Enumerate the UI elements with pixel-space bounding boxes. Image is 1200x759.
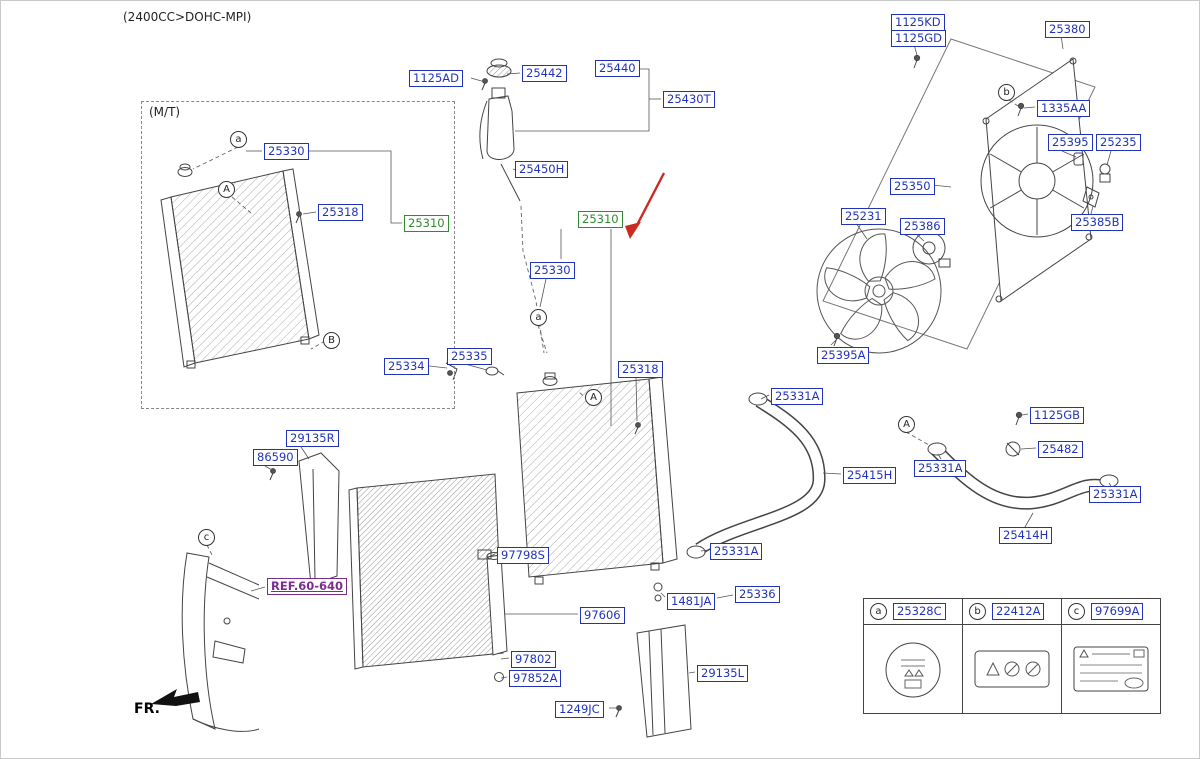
part-label-25330-mt[interactable]: 25330: [264, 143, 309, 160]
part-label-1249JC[interactable]: 1249JC: [555, 701, 604, 718]
part-label-25450H[interactable]: 25450H: [515, 161, 569, 178]
fr-arrow-icon: [151, 689, 200, 706]
callout-b-fan: b: [998, 84, 1015, 101]
legend-col-c: c 97699A: [1062, 599, 1160, 713]
part-label-25235[interactable]: 25235: [1096, 134, 1141, 151]
part-label-25310-center[interactable]: 25310: [578, 211, 623, 228]
legend-callout-a: a: [870, 603, 887, 620]
legend-callout-c: c: [1068, 603, 1085, 620]
part-label-25231[interactable]: 25231: [841, 208, 886, 225]
front-member-drawing: [181, 552, 260, 732]
air-guard-right-drawing: [615, 624, 692, 738]
fan-caution-label-icon: [963, 625, 1061, 713]
callout-A-mt: A: [218, 181, 235, 198]
part-label-25335[interactable]: 25335: [447, 348, 492, 365]
main-radiator-drawing: [516, 372, 678, 602]
part-label-22412A[interactable]: 22412A: [992, 603, 1045, 620]
ref-link-60-640[interactable]: REF.60-640: [267, 578, 348, 595]
part-label-25331A-right1[interactable]: 25331A: [914, 460, 967, 477]
part-label-25328C[interactable]: 25328C: [893, 603, 946, 620]
part-label-25482[interactable]: 25482: [1038, 441, 1083, 458]
callout-A-hose: A: [898, 416, 915, 433]
part-label-25331A-right2[interactable]: 25331A: [1089, 486, 1142, 503]
part-label-25440[interactable]: 25440: [595, 60, 640, 77]
callout-a-mt: a: [230, 131, 247, 148]
cooling-fan-drawing: [816, 228, 942, 354]
part-label-25336[interactable]: 25336: [735, 586, 780, 603]
air-guard-left-drawing: [269, 452, 340, 586]
reservoir-tank-drawing: [479, 58, 521, 202]
part-label-25380[interactable]: 25380: [1045, 21, 1090, 38]
part-label-97699A[interactable]: 97699A: [1091, 603, 1144, 620]
callout-B-mt: B: [323, 332, 340, 349]
callout-a-center: a: [530, 309, 547, 326]
part-label-25350[interactable]: 25350: [890, 178, 935, 195]
part-label-25330-center[interactable]: 25330: [530, 262, 575, 279]
lower-hose-drawing: [686, 392, 826, 559]
engine-spec-label: (2400CC>DOHC-MPI): [123, 10, 252, 24]
part-label-1125KD[interactable]: 1125KD: [891, 14, 945, 31]
part-label-25310-mt[interactable]: 25310: [404, 215, 449, 232]
refrigerant-spec-label-icon: [1062, 625, 1160, 713]
fan-motor-drawing: [912, 231, 951, 268]
mt-variant-label: (M/T): [149, 105, 181, 119]
part-label-25318-mt[interactable]: 25318: [318, 204, 363, 221]
legend-table: a 25328C b 22412A: [863, 598, 1161, 714]
legend-callout-b: b: [969, 603, 986, 620]
part-label-25442[interactable]: 25442: [522, 65, 567, 82]
legend-col-a: a 25328C: [864, 599, 963, 713]
leader-lines: [246, 34, 1112, 709]
legend-col-b: b 22412A: [963, 599, 1062, 713]
part-label-1125AD[interactable]: 1125AD: [409, 70, 463, 87]
part-label-1335AA[interactable]: 1335AA: [1037, 100, 1091, 117]
part-label-25430T[interactable]: 25430T: [663, 91, 715, 108]
part-label-25415H[interactable]: 25415H: [843, 467, 897, 484]
part-label-29135L[interactable]: 29135L: [697, 665, 748, 682]
part-label-97798S[interactable]: 97798S: [497, 547, 549, 564]
condenser-drawing: [348, 473, 508, 682]
part-label-86590[interactable]: 86590: [253, 449, 298, 466]
red-pointer-arrow: [625, 172, 666, 239]
part-label-25334[interactable]: 25334: [384, 358, 429, 375]
part-label-1481JA[interactable]: 1481JA: [667, 593, 716, 610]
part-label-25414H[interactable]: 25414H: [999, 527, 1053, 544]
fr-label: FR.: [134, 701, 160, 717]
part-label-25395A[interactable]: 25395A: [817, 347, 870, 364]
part-label-25386[interactable]: 25386: [900, 218, 945, 235]
part-label-25331A-upper[interactable]: 25331A: [771, 388, 824, 405]
part-label-29135R[interactable]: 29135R: [286, 430, 339, 447]
part-label-25318-center[interactable]: 25318: [618, 361, 663, 378]
part-label-97802[interactable]: 97802: [511, 651, 556, 668]
fan-shroud-drawing: [980, 57, 1094, 303]
part-label-97852A[interactable]: 97852A: [509, 670, 562, 687]
radiator-cap-warning-icon: [864, 625, 962, 713]
part-label-25395[interactable]: 25395: [1048, 134, 1093, 151]
part-label-97606[interactable]: 97606: [580, 607, 625, 624]
callout-A-center: A: [585, 389, 602, 406]
part-label-25385B[interactable]: 25385B: [1071, 214, 1124, 231]
part-label-25331A-lower[interactable]: 25331A: [710, 543, 763, 560]
mt-radiator-drawing: [160, 163, 320, 369]
mt-variant-box: [141, 101, 455, 409]
small-hardware-drawings: [295, 54, 1111, 457]
part-label-1125GB[interactable]: 1125GB: [1030, 407, 1085, 424]
callout-c-member: c: [198, 529, 215, 546]
part-label-1125GD[interactable]: 1125GD: [891, 30, 947, 47]
